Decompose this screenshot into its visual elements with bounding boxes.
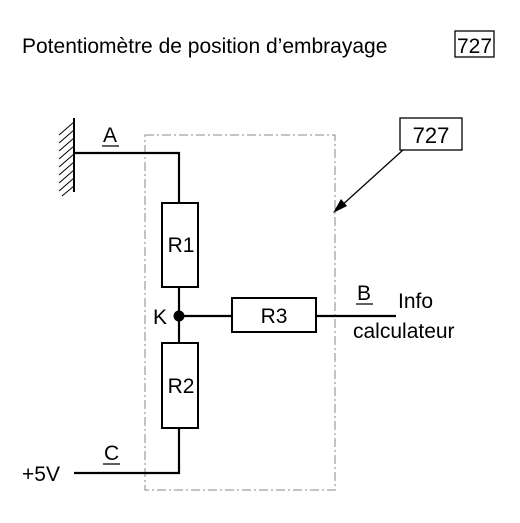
resistor-r1-label: R1 — [168, 234, 195, 257]
resistor-r3 — [231, 297, 317, 333]
callout-box — [399, 117, 463, 151]
node-dot — [173, 310, 185, 322]
supply-label: +5V — [22, 463, 60, 486]
node-label: K — [153, 306, 167, 329]
ground-hatch-icon — [58, 118, 75, 197]
diagram-title: Potentiomètre de position d’embrayage — [22, 35, 387, 58]
terminal-a-label: A — [103, 124, 117, 147]
terminal-b-label: B — [357, 282, 371, 305]
terminal-c-label: C — [104, 442, 119, 465]
resistor-r2-label: R2 — [168, 375, 195, 398]
resistor-r1 — [161, 202, 199, 288]
output-label-line2: calculateur — [353, 320, 455, 343]
resistor-r3-label: R3 — [261, 305, 288, 328]
title-ref-label: 727 — [457, 35, 492, 58]
output-label-line1: Info — [398, 290, 433, 313]
callout-arrow-icon — [333, 149, 404, 213]
callout-ref-label: 727 — [413, 123, 450, 148]
resistor-r2 — [161, 342, 199, 429]
title-ref-box — [454, 30, 495, 58]
